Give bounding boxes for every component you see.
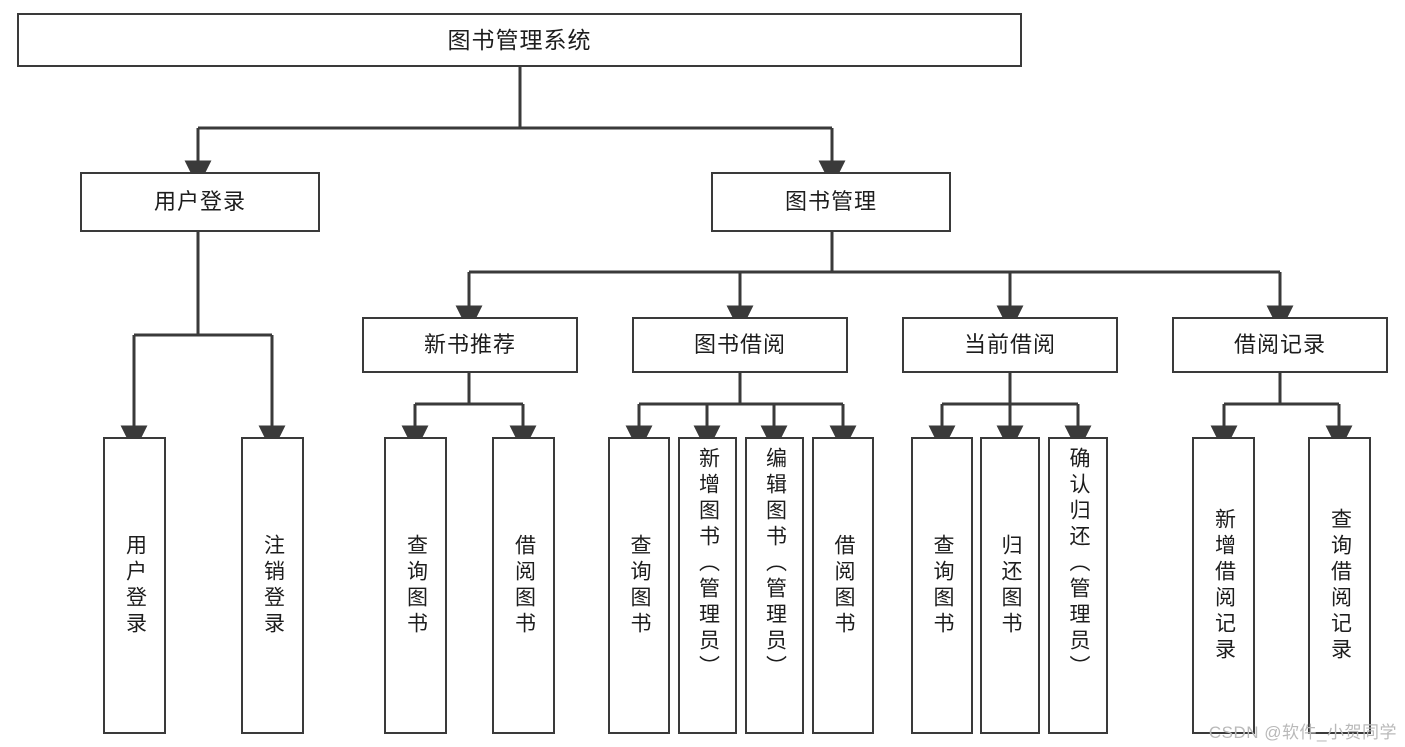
node-label: 图书管理系统 bbox=[447, 26, 592, 53]
node-leaf-user-login[interactable]: 用户登录 bbox=[103, 437, 166, 734]
node-leaf-add-record[interactable]: 新增借阅记录 bbox=[1192, 437, 1255, 734]
node-current-borrow[interactable]: 当前借阅 bbox=[902, 317, 1118, 373]
node-root-book-management-system[interactable]: 图书管理系统 bbox=[17, 13, 1022, 67]
node-new-book-recommend[interactable]: 新书推荐 bbox=[362, 317, 578, 373]
node-leaf-query-book-1[interactable]: 查询图书 bbox=[384, 437, 447, 734]
node-label: 注销登录 bbox=[261, 533, 285, 638]
node-label: 归还图书 bbox=[999, 533, 1023, 638]
node-leaf-query-book-3[interactable]: 查询图书 bbox=[911, 437, 973, 734]
node-label: 查询借阅记录 bbox=[1328, 507, 1352, 664]
csdn-watermark: CSDN @软件_小贺同学 bbox=[1208, 723, 1397, 742]
node-leaf-return-book[interactable]: 归还图书 bbox=[980, 437, 1040, 734]
node-leaf-query-record[interactable]: 查询借阅记录 bbox=[1308, 437, 1371, 734]
node-label: 查询图书 bbox=[628, 533, 652, 638]
node-label: 新增图书（管理员） bbox=[696, 447, 720, 681]
node-label: 图书管理 bbox=[784, 189, 877, 214]
node-label: 用户登录 bbox=[123, 533, 147, 638]
node-leaf-logout[interactable]: 注销登录 bbox=[241, 437, 304, 734]
node-leaf-confirm-return[interactable]: 确认归还（管理员） bbox=[1048, 437, 1108, 734]
node-leaf-borrow-book-2[interactable]: 借阅图书 bbox=[812, 437, 874, 734]
node-label: 确认归还（管理员） bbox=[1067, 447, 1091, 681]
node-label: 当前借阅 bbox=[963, 332, 1056, 357]
node-label: 用户登录 bbox=[153, 189, 246, 214]
node-label: 查询图书 bbox=[931, 533, 955, 638]
node-leaf-add-book[interactable]: 新增图书（管理员） bbox=[678, 437, 737, 734]
node-leaf-borrow-book-1[interactable]: 借阅图书 bbox=[492, 437, 555, 734]
node-label: 查询图书 bbox=[404, 533, 428, 638]
node-label: 新书推荐 bbox=[423, 332, 516, 357]
node-label: 借阅图书 bbox=[512, 533, 536, 638]
node-leaf-edit-book[interactable]: 编辑图书（管理员） bbox=[745, 437, 804, 734]
node-label: 借阅记录 bbox=[1233, 332, 1326, 357]
node-leaf-query-book-2[interactable]: 查询图书 bbox=[608, 437, 670, 734]
node-book-borrow[interactable]: 图书借阅 bbox=[632, 317, 848, 373]
node-label: 图书借阅 bbox=[693, 332, 786, 357]
node-label: 借阅图书 bbox=[832, 533, 856, 638]
node-label: 编辑图书（管理员） bbox=[763, 447, 787, 681]
node-book-management[interactable]: 图书管理 bbox=[711, 172, 951, 232]
node-label: 新增借阅记录 bbox=[1212, 507, 1236, 664]
node-borrow-record[interactable]: 借阅记录 bbox=[1172, 317, 1388, 373]
node-user-login[interactable]: 用户登录 bbox=[80, 172, 320, 232]
